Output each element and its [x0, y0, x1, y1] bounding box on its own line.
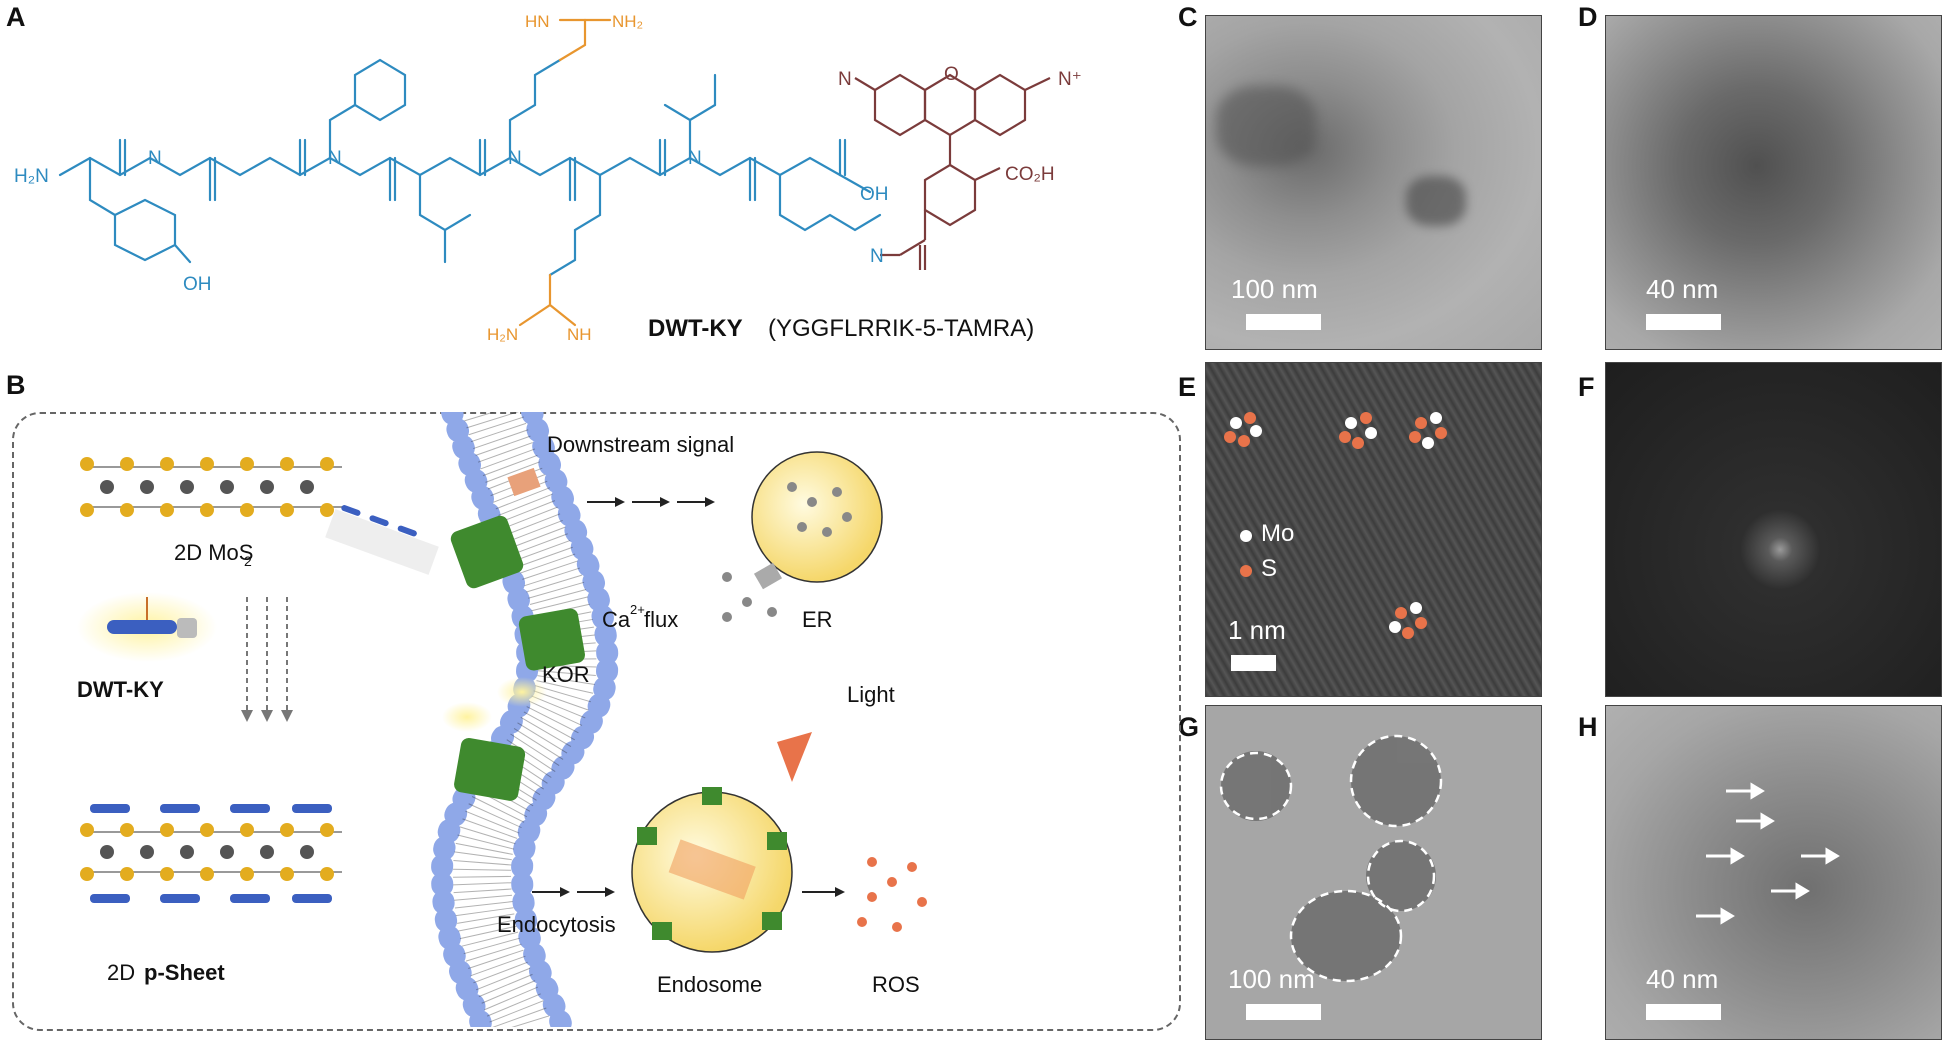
legend-s: S [1261, 555, 1278, 582]
dwtky-label: DWT-KY [77, 677, 164, 702]
panel-letter-a: A [6, 2, 26, 32]
panel-b-frame [12, 412, 1181, 1031]
endocytosis-label: Endocytosis [497, 912, 616, 937]
atom-n-4: N [688, 148, 702, 169]
particle-outlines-g [1219, 734, 1443, 983]
kor-label: KOR [542, 662, 590, 687]
ca-sup: 2+ [630, 602, 645, 617]
tem-image-h: 40 nm [1605, 705, 1942, 1040]
atom-n-left: N [838, 69, 852, 90]
tem-image-e: Mo S 1 nm [1205, 362, 1542, 697]
compound-name: DWT-KY [648, 315, 743, 342]
atom-ring-o: O [944, 64, 959, 85]
atom-nh-bottom: NH [567, 325, 592, 344]
atom-h2n: H₂N [14, 166, 49, 187]
panel-letter-c: C [1178, 2, 1198, 32]
scale-label-g: 100 nm [1228, 964, 1315, 994]
panel-a-structure: H₂N OH OH HN NH₂ H₂N NH CO₂H N⁺ N O N N … [14, 12, 1082, 344]
atom-hn-top: HN [525, 12, 550, 31]
ros-label: ROS [872, 972, 920, 997]
panel-letter-g: G [1178, 712, 1200, 742]
endosome-label: Endosome [657, 972, 762, 997]
downstream-label: Downstream signal [547, 432, 734, 457]
tem-image-g: 100 nm [1205, 705, 1542, 1040]
psheet-label: p-Sheet [144, 960, 225, 985]
compound-sequence: (YGGFLRRIK-5-TAMRA) [768, 315, 1034, 342]
tem-image-c: 100 nm [1205, 15, 1542, 350]
mos2-lattice [80, 457, 342, 517]
atom-oh-tyr: OH [183, 274, 212, 295]
atom-nh2-top: NH₂ [612, 12, 643, 31]
tem-image-f-fft [1605, 362, 1942, 697]
er-label: ER [802, 607, 833, 632]
psheet-prefix: 2D [107, 960, 135, 985]
arrows-h [1696, 782, 1840, 925]
atom-oh-cooh: OH [860, 184, 889, 205]
atom-n-lys: N [870, 246, 884, 267]
panel-letter-d: D [1578, 2, 1598, 32]
atom-n-2: N [328, 148, 342, 169]
legend-mo: Mo [1261, 520, 1295, 547]
panel-letter-e: E [1178, 372, 1197, 402]
panel-letter-f: F [1578, 372, 1595, 402]
scale-label-d: 40 nm [1646, 274, 1719, 304]
panel-letter-b: B [6, 370, 26, 400]
scale-label-h: 40 nm [1646, 964, 1719, 994]
atom-overlay-e [1224, 412, 1447, 639]
panel-letter-h: H [1578, 712, 1598, 742]
atom-co2h: CO₂H [1005, 164, 1055, 185]
atom-n-plus: N⁺ [1058, 69, 1082, 90]
ca-flux-suffix: flux [644, 607, 678, 632]
mos2-label: 2D MoS [174, 540, 253, 565]
tem-image-d: 40 nm [1605, 15, 1942, 350]
ca-label: Ca [602, 607, 631, 632]
atom-n-3: N [508, 148, 522, 169]
scale-label-c: 100 nm [1231, 274, 1318, 304]
atom-n-1: N [148, 148, 162, 169]
mos2-subscript: 2 [244, 553, 252, 569]
light-label: Light [847, 682, 895, 707]
panel-b-schematic: 2D MoS 2 DWT-KY 2D p-Sheet [77, 412, 927, 1027]
atom-h2n-bottom: H₂N [487, 325, 518, 344]
scale-label-e: 1 nm [1228, 615, 1286, 645]
